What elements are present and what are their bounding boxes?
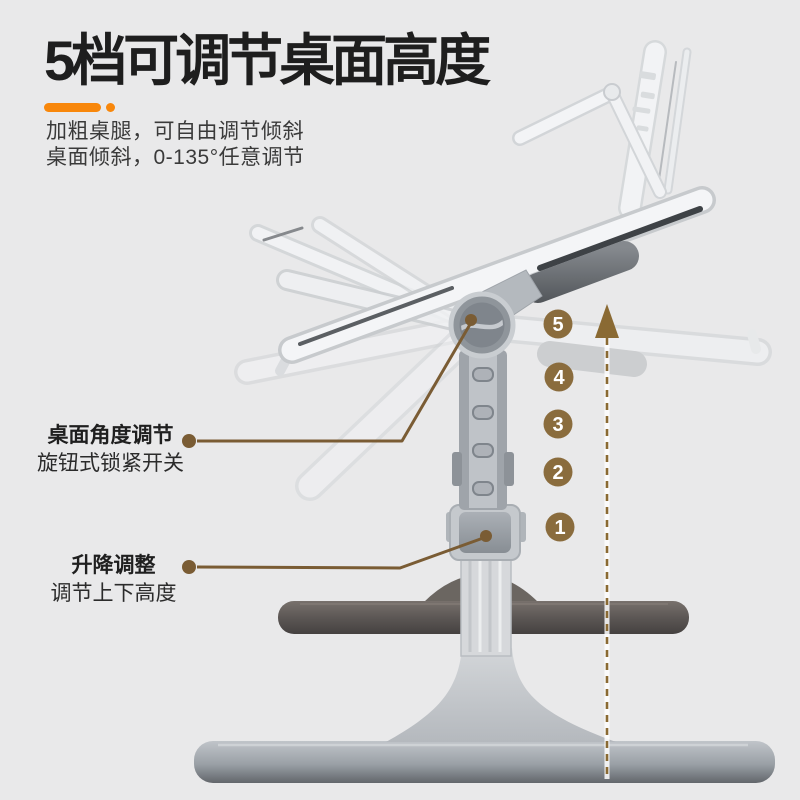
angle-callout-desc: 旋钮式锁紧开关 — [37, 452, 184, 475]
base-bar — [194, 741, 775, 783]
lift-callout-line — [196, 535, 487, 570]
pole-upper — [452, 350, 514, 510]
level-badge-2: 2 — [543, 457, 573, 487]
desk-top — [275, 186, 716, 376]
level-badge-4: 4 — [544, 362, 574, 392]
pole-lower — [460, 555, 512, 657]
ghost-cushion — [537, 341, 647, 377]
level-badge-5: 5 — [543, 309, 573, 339]
title-underline — [44, 103, 101, 112]
knob-wave-icon — [461, 314, 503, 336]
tilt-knob — [448, 269, 543, 359]
desk-groove — [298, 286, 454, 346]
laptop — [618, 40, 692, 220]
lift-callout-title: 升降调整 — [71, 554, 156, 577]
subtitle-line-2: 桌面倾斜，0-135°任意调节 — [46, 146, 305, 169]
page-title: 5档可调节桌面高度 — [44, 29, 491, 92]
level-badge-3-label: 3 — [552, 414, 563, 436]
ghost-desk-right-level5 — [464, 312, 772, 377]
angle-callout-title: 桌面角度调节 — [47, 424, 174, 447]
arrow-up-icon — [595, 304, 619, 338]
level-badge-3: 3 — [543, 409, 573, 439]
desk-cushion-bar — [523, 241, 639, 303]
lift-callout-desc: 调节上下高度 — [50, 582, 177, 605]
height-guide — [595, 304, 619, 779]
desk-underside-edge — [537, 206, 703, 271]
lift-callout-dot — [182, 560, 196, 574]
angle-target-dot — [465, 314, 477, 326]
lift-target-dot — [480, 530, 492, 542]
callout-leaders — [182, 314, 492, 574]
level-badge-2-label: 2 — [552, 462, 563, 484]
level-badge-1-label: 1 — [554, 517, 565, 539]
lift-callout: 升降调整 调节上下高度 — [21, 554, 206, 606]
title-underline-dot — [106, 103, 115, 112]
level-badges: 5 4 3 2 1 — [543, 309, 575, 542]
ghost-desk-left-steep — [295, 311, 493, 501]
arm-joint — [603, 83, 621, 101]
level-badge-5-label: 5 — [552, 314, 563, 336]
angle-callout-dot — [182, 434, 196, 448]
angle-callout: 桌面角度调节 旋钮式锁紧开关 — [18, 424, 203, 476]
subtitle: 加粗桌腿，可自由调节倾斜 桌面倾斜，0-135°任意调节 — [46, 119, 305, 171]
laptop-print-detail — [632, 71, 657, 132]
laptop-stopper-arms — [512, 83, 667, 199]
angle-callout-line — [197, 320, 474, 443]
base-foot-flare — [386, 648, 616, 742]
subtitle-line-1: 加粗桌腿，可自由调节倾斜 — [46, 120, 304, 143]
level-badge-4-label: 4 — [553, 367, 565, 389]
level-badge-1: 1 — [545, 512, 575, 542]
